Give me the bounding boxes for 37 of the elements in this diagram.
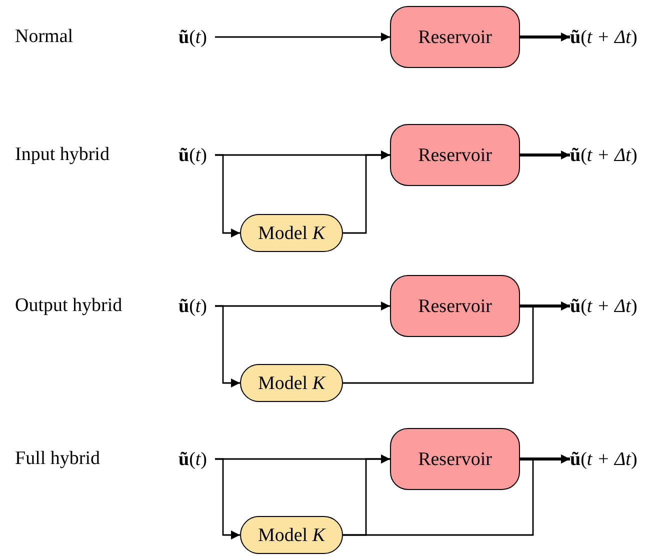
node-text: ũ(t): [178, 28, 207, 46]
node-text: ũ(t): [178, 146, 207, 164]
node-text: ũ(t + Δt): [570, 146, 638, 164]
node-text: ũ(t): [178, 296, 207, 316]
arrow: [520, 150, 570, 160]
arrow: [343, 454, 570, 536]
node-text: Model K: [258, 526, 326, 544]
node-text: ũ(t + Δt): [570, 28, 638, 46]
reservoir-box: [390, 275, 520, 337]
row-label: Input hybrid: [15, 145, 110, 164]
model-box: [240, 516, 343, 554]
row-label: Normal: [15, 27, 74, 46]
node-text: Reservoir: [418, 28, 492, 46]
arrow: [215, 32, 390, 42]
arrow: [215, 458, 240, 540]
model-box: [240, 214, 343, 252]
node-text: Reservoir: [418, 296, 492, 316]
node-text: Reservoir: [418, 450, 492, 468]
arrow: [520, 302, 570, 310]
node-text: Reservoir: [418, 146, 492, 164]
arrow: [520, 32, 570, 42]
arrow: [343, 302, 570, 384]
arrow: [215, 154, 240, 238]
arrow: [343, 150, 390, 234]
reservoir-box: [390, 428, 520, 490]
row-label: Output hybrid: [15, 296, 122, 315]
node-text: Model K: [258, 224, 326, 242]
row-label: Full hybrid: [15, 449, 100, 468]
node-text: ũ(t + Δt): [570, 450, 638, 468]
reservoir-box: [390, 6, 520, 68]
model-box: [240, 364, 343, 402]
node-text: ũ(t): [178, 450, 207, 468]
arrow: [215, 305, 240, 388]
arrow: [520, 454, 570, 464]
node-text: ũ(t + Δt): [570, 296, 638, 316]
reservoir-box: [390, 124, 520, 186]
node-text: Model K: [258, 374, 326, 392]
